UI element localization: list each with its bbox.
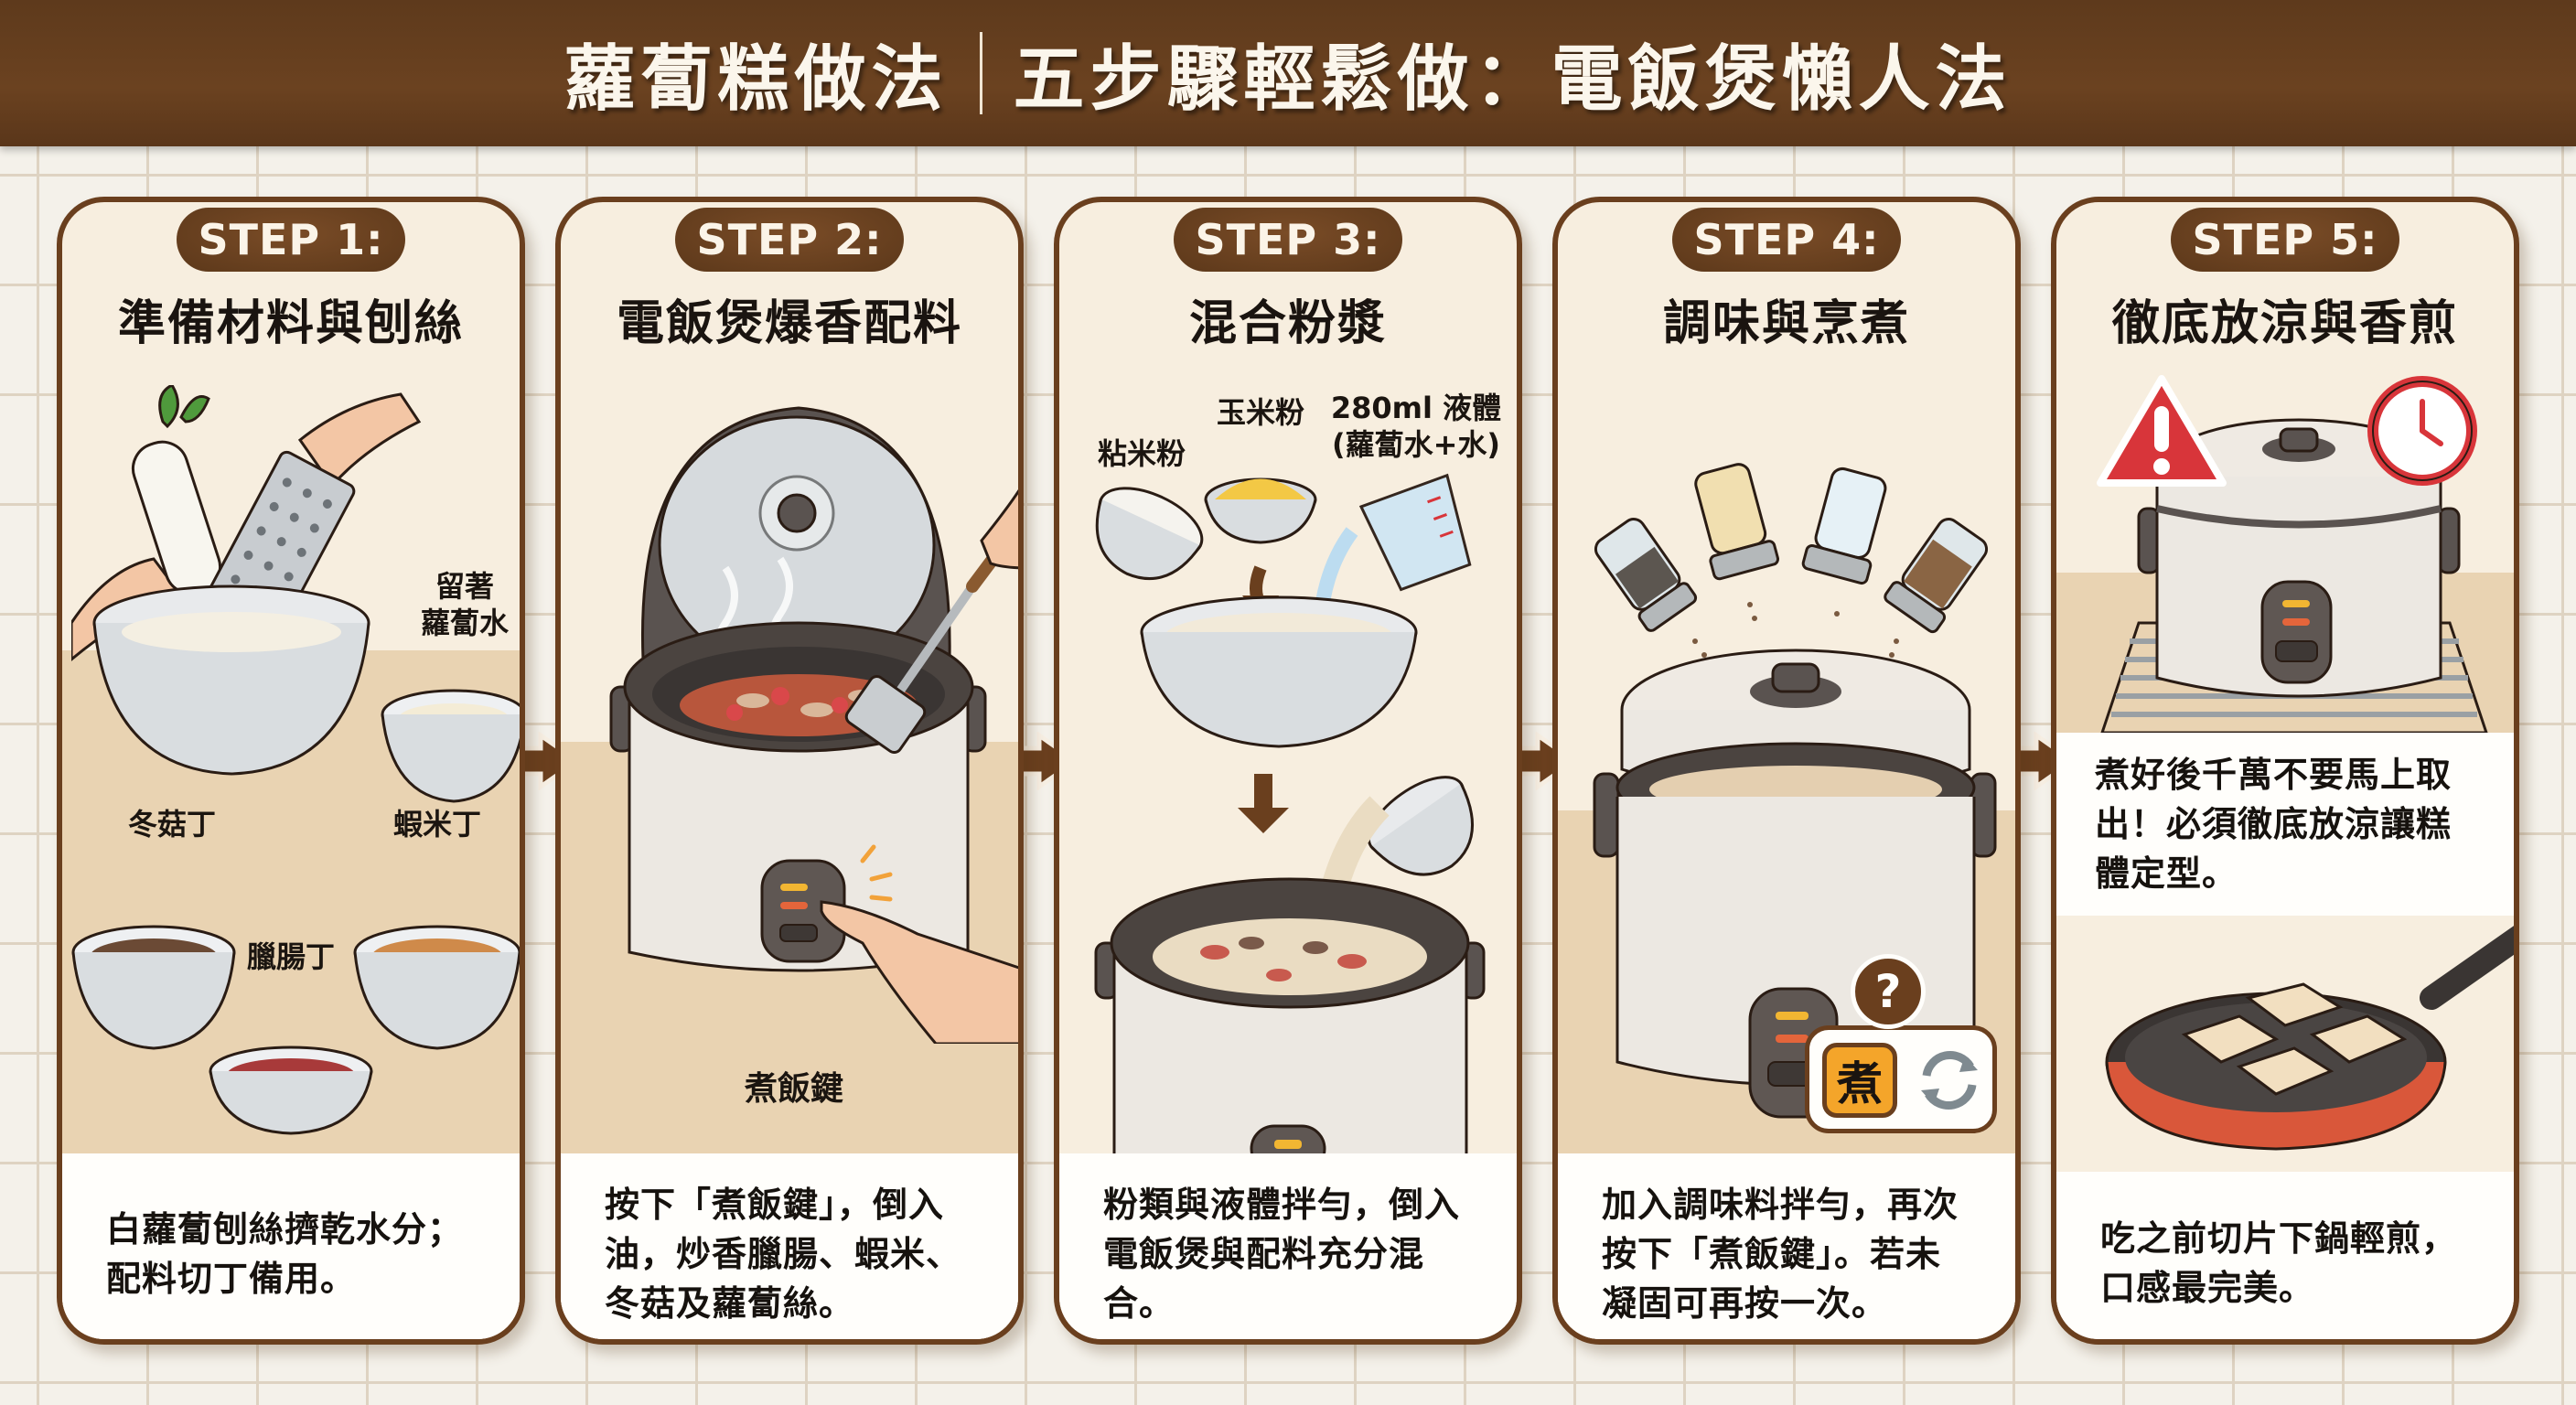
- step-caption: 粉類與液體拌勻，倒入 電飯煲與配料充分混合。: [1059, 1153, 1517, 1339]
- page-header: 蘿蔔糕做法 五步驟輕鬆做：電飯煲懶人法: [0, 0, 2576, 146]
- step-badge: STEP 4:: [1672, 208, 1901, 272]
- question-icon: ?: [1851, 954, 1926, 1029]
- caption-line: 電飯煲與配料充分混合。: [1103, 1234, 1425, 1324]
- rice-cooker-open-illustration: [609, 406, 1018, 1044]
- grating-radish-illustration: [71, 385, 520, 1135]
- step-panel-2: STEP 2: 電飯煲爆香配料 煮飯鍵: [555, 197, 1024, 1345]
- caption-line: 加入調味料拌勻，再次: [1602, 1185, 1959, 1225]
- step-badge: STEP 5:: [2171, 208, 2399, 272]
- step-caption: 按下「煮飯鍵」，倒入 油，炒香臘腸、蝦米、 冬菇及蘿蔔絲。: [561, 1153, 1018, 1339]
- caption-line: 口感最完美。: [2100, 1268, 2315, 1308]
- step-title: 電飯煲爆香配料: [616, 296, 962, 351]
- warning-icon: [2097, 375, 2227, 487]
- label-mushroom: 冬菇丁: [127, 807, 216, 842]
- step-badge: STEP 3:: [1174, 208, 1402, 272]
- caption-line: 冬菇及蘿蔔絲。: [605, 1283, 855, 1324]
- step-caption-warning: 煮好後千萬不要馬上取 出！必須徹底放涼讓糕 體定型。: [2056, 733, 2514, 916]
- step-panel-3: STEP 3: 混合粉漿 粘米粉 玉米粉 280ml 液體 (蘿蔔水+水): [1054, 197, 1522, 1345]
- caption-line: 吃之前切片下鍋輕煎，: [2100, 1218, 2458, 1259]
- caption-line: 按下「煮飯鍵」。若未: [1602, 1234, 1942, 1274]
- step-panel-4: STEP 4: 調味與烹煮 煮 ? 加入調味料拌勻，再次: [1552, 197, 2021, 1345]
- step-title: 混合粉漿: [1188, 296, 1387, 351]
- label-sausage: 臘腸丁: [246, 939, 335, 974]
- frying-pan-illustration: [2105, 926, 2514, 1151]
- step-title: 徹底放涼與香煎: [2111, 296, 2458, 351]
- caption-line: 體定型。: [2095, 853, 2238, 894]
- step-title: 調味與烹煮: [1662, 296, 1910, 351]
- label-line: 留著: [435, 569, 494, 604]
- step-badge: STEP 2:: [675, 208, 904, 272]
- cook-button-icon: 煮: [1822, 1043, 1897, 1118]
- step-panel-5: STEP 5: 徹底放涼與香煎 煮好後千萬不要馬上取 出！必須: [2051, 197, 2519, 1345]
- clock-icon: [2367, 376, 2477, 486]
- caption-line: 出！必須徹底放涼讓糕: [2095, 804, 2453, 844]
- page-subtitle: 五步驟輕鬆做：電飯煲懶人法: [1013, 38, 2012, 121]
- caption-line: 油，炒香臘腸、蝦米、: [605, 1234, 962, 1274]
- step-caption: 白蘿蔔刨絲擠乾水分； 配料切丁備用。: [62, 1153, 520, 1339]
- label-line: (蘿蔔水+水): [1331, 427, 1501, 462]
- label-radish-water: 留著 蘿蔔水: [410, 568, 520, 641]
- caption-line: 配料切丁備用。: [106, 1259, 357, 1299]
- page-title: 蘿蔔糕做法: [564, 38, 949, 121]
- label-corn-starch: 玉米粉: [1216, 395, 1304, 430]
- step-badge: STEP 1:: [177, 208, 405, 272]
- cooling-cooker-illustration: [2099, 418, 2489, 735]
- label-line: 280ml 液體: [1330, 391, 1502, 425]
- step-caption: 吃之前切片下鍋輕煎， 口感最完美。: [2056, 1172, 2514, 1339]
- label-line: 蘿蔔水: [420, 606, 509, 640]
- mixing-batter-illustration: [1094, 473, 1486, 1163]
- step-title: 準備材料與刨絲: [117, 296, 464, 351]
- label-rice-flour: 粘米粉: [1097, 436, 1186, 471]
- refresh-icon: [1921, 1051, 1978, 1110]
- caption-line: 白蘿蔔刨絲擠乾水分；: [106, 1209, 464, 1249]
- step-caption: 加入調味料拌勻，再次 按下「煮飯鍵」。若未 凝固可再按一次。: [1558, 1153, 2015, 1339]
- title-divider: [979, 32, 982, 114]
- caption-line: 粉類與液體拌勻，倒入: [1103, 1185, 1461, 1225]
- caption-line: 按下「煮飯鍵」，倒入: [605, 1185, 945, 1225]
- step-panel-1: STEP 1: 準備材料與刨絲: [57, 197, 525, 1345]
- label-cook-button: 煮飯鍵: [744, 1070, 843, 1108]
- callout-recook: 煮: [1805, 1025, 1997, 1133]
- caption-line: 煮好後千萬不要馬上取: [2095, 755, 2453, 795]
- label-liquid: 280ml 液體 (蘿蔔水+水): [1320, 390, 1512, 463]
- caption-line: 凝固可再按一次。: [1602, 1283, 1888, 1324]
- label-shrimp: 蝦米丁: [392, 807, 481, 842]
